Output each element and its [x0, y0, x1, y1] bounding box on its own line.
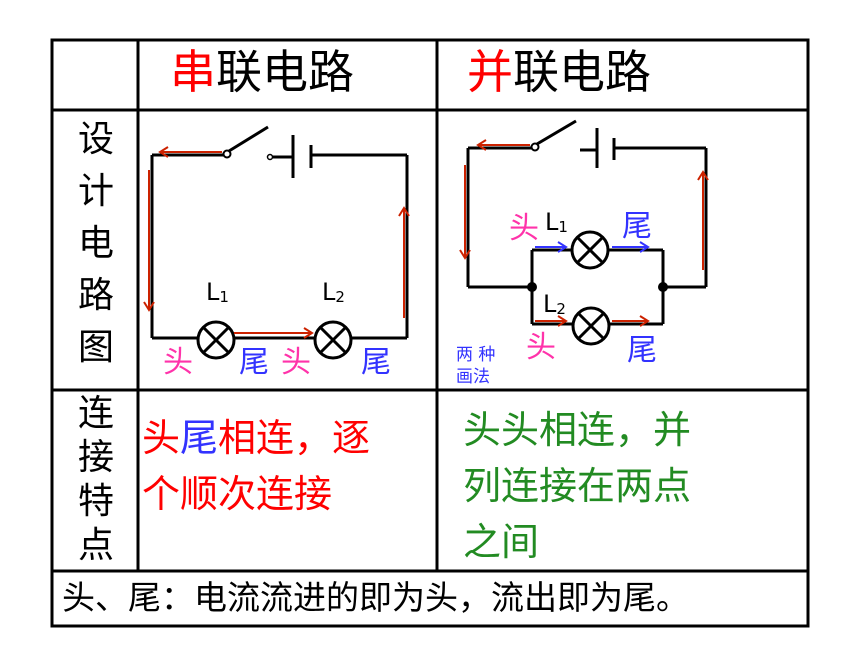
- header-parallel-circuit: 并联电路: [467, 45, 651, 99]
- switch: [228, 125, 269, 153]
- row-label-design-diagram: 设 计 电 路 图: [77, 119, 114, 368]
- parallel-feature-text: 头头相连，并 列连接在两点 之间: [463, 408, 692, 564]
- junction-right: [658, 282, 668, 292]
- parallel-circuit-diagram: L1 L2 头 尾 头 尾 两 种 画法: [456, 119, 709, 387]
- switch-pivot: [530, 142, 540, 152]
- footer-definition-text: 头、尾：电流流进的即为头，流出即为尾。: [62, 578, 689, 617]
- series-head-l2-label: 头: [281, 345, 311, 380]
- parallel-tail2-label: 尾: [627, 333, 657, 368]
- switch-contact: [266, 153, 274, 161]
- two-methods-note-line2: 画法: [456, 367, 490, 387]
- table-grid: [50, 38, 810, 628]
- series-feature-text: 头尾相连，逐 个顺次连接: [142, 416, 371, 516]
- parallel-lamp-l2-label: L2: [543, 290, 566, 318]
- two-methods-note-line1: 两 种: [456, 345, 495, 365]
- junction-left: [527, 282, 537, 292]
- lamp-l2: [313, 320, 353, 360]
- parallel-head2-label: 头: [526, 330, 556, 365]
- switch: [536, 119, 577, 146]
- parallel-head1-label: 头: [509, 211, 539, 246]
- lamp-l1: [570, 230, 610, 270]
- series-tail-l1-label: 尾: [239, 345, 269, 380]
- lamp-l1: [196, 320, 236, 360]
- row-label-connection-features: 连 接 特 点: [77, 393, 114, 566]
- parallel-tail1-label: 尾: [622, 209, 652, 244]
- series-circuit-diagram: L1 L2 头 尾 头 尾: [143, 125, 410, 380]
- lamp-l2: [571, 306, 611, 346]
- header-series-circuit: 串联电路: [170, 45, 354, 99]
- series-head-label: 头: [163, 345, 193, 380]
- switch-pivot: [222, 149, 232, 159]
- parallel-lamp-l1-label: L1: [545, 208, 568, 236]
- lamp-l2-label: L2: [322, 278, 345, 306]
- lamp-l1-label: L1: [206, 278, 229, 306]
- series-tail-label: 尾: [361, 345, 391, 380]
